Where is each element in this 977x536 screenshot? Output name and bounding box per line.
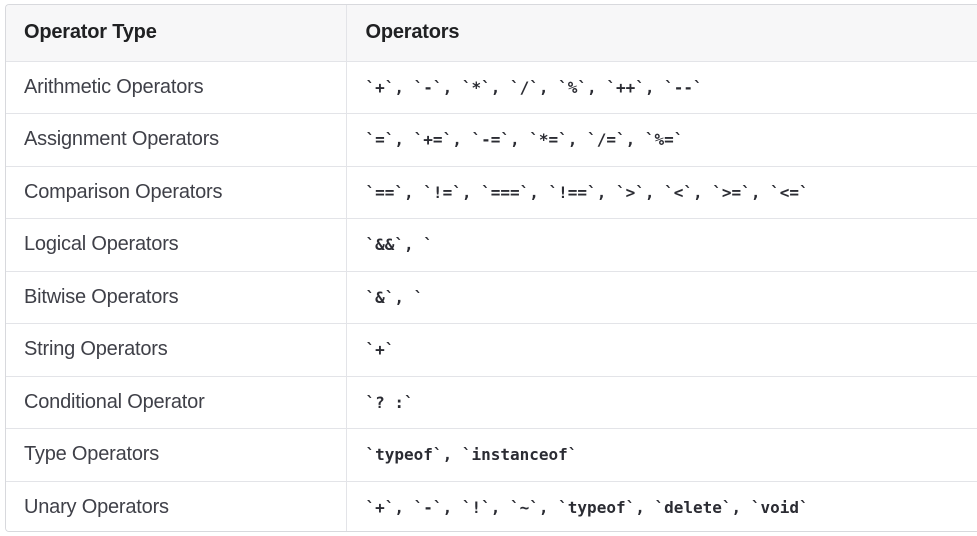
- operator-type-cell: Comparison Operators: [6, 166, 347, 219]
- operators-cell: `=`, `+=`, `-=`, `*=`, `/=`, `%=`: [346, 113, 977, 167]
- operators-cell: `&`, `: [346, 271, 977, 324]
- operators-table: Operator Type Operators Arithmetic Opera…: [6, 5, 977, 531]
- table-row: Type Operators `typeof`, `instanceof`: [6, 428, 977, 482]
- table-row: String Operators `+`: [6, 323, 977, 377]
- header-operators: Operators: [346, 5, 977, 62]
- operator-type-cell: Arithmetic Operators: [6, 61, 347, 114]
- operator-type-cell: Conditional Operator: [6, 376, 347, 429]
- operator-type-cell: Logical Operators: [6, 218, 347, 272]
- table-row: Assignment Operators `=`, `+=`, `-=`, `*…: [6, 113, 977, 167]
- operators-cell: `typeof`, `instanceof`: [346, 428, 977, 482]
- table-row: Comparison Operators `==`, `!=`, `===`, …: [6, 166, 977, 219]
- table-header: Operator Type Operators: [6, 5, 977, 62]
- operators-cell: `+`, `-`, `*`, `/`, `%`, `++`, `--`: [346, 61, 977, 114]
- operators-cell: `&&`, `: [346, 218, 977, 272]
- operator-type-cell: Bitwise Operators: [6, 271, 347, 324]
- operators-cell: `+`, `-`, `!`, `~`, `typeof`, `delete`, …: [365, 498, 809, 517]
- table-row: Arithmetic Operators `+`, `-`, `*`, `/`,…: [6, 61, 977, 114]
- operator-type-cell: Type Operators: [6, 428, 347, 482]
- table-row: Unary Operators `+`, `-`, `!`, `~`, `typ…: [6, 481, 977, 531]
- table-row: Logical Operators `&&`, `: [6, 218, 977, 272]
- operators-cell: `? :`: [346, 376, 977, 429]
- operator-type-cell: String Operators: [6, 323, 347, 377]
- table-row: Conditional Operator `? :`: [6, 376, 977, 429]
- operator-type-cell: Unary Operators: [6, 481, 347, 531]
- operator-type-cell: Assignment Operators: [6, 113, 347, 167]
- operators-cell: `==`, `!=`, `===`, `!==`, `>`, `<`, `>=`…: [346, 166, 977, 219]
- operators-table-container: Operator Type Operators Arithmetic Opera…: [5, 4, 977, 532]
- operators-cell: `+`: [346, 323, 977, 377]
- header-operator-type: Operator Type: [6, 5, 347, 62]
- table-row: Bitwise Operators `&`, `: [6, 271, 977, 324]
- header-row: Operator Type Operators: [6, 5, 977, 62]
- table-body: Arithmetic Operators `+`, `-`, `*`, `/`,…: [6, 61, 977, 531]
